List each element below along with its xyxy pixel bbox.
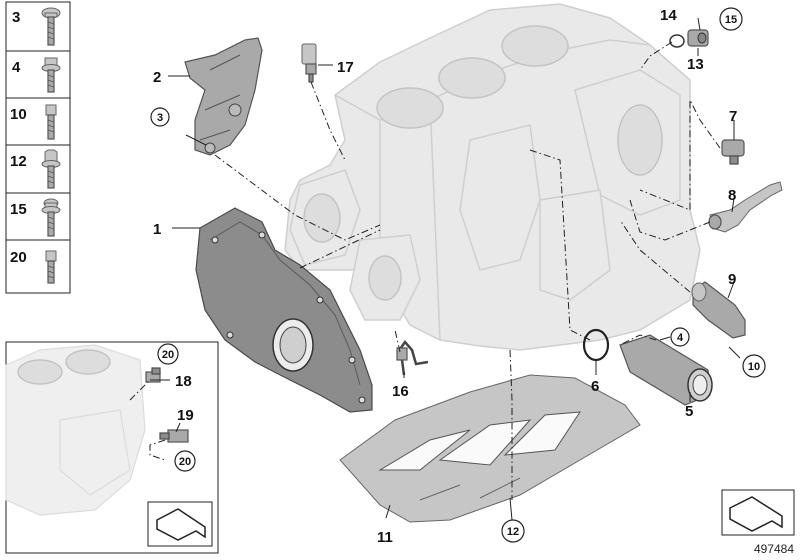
bolt-icon	[41, 149, 61, 189]
bolt-icon	[41, 7, 61, 46]
oil-filter-housing	[619, 334, 713, 406]
callout-18: 18	[175, 373, 192, 390]
inset-detail-panel	[5, 341, 219, 554]
knock-sensor	[721, 139, 745, 165]
cylinder-bore	[376, 87, 444, 129]
oil-spray-nozzle	[396, 339, 429, 376]
engine-bracket	[184, 37, 263, 156]
leader-lines	[150, 17, 741, 521]
callout-10: 10	[748, 361, 760, 373]
callout-13: 13	[687, 56, 704, 73]
callout-circle	[501, 519, 525, 543]
bolt-legend-label: 15	[10, 201, 27, 218]
callout-circle	[150, 107, 170, 127]
callout-2: 2	[153, 69, 161, 86]
bolt-legend-cell	[5, 50, 71, 99]
bolt-icon	[45, 104, 57, 140]
bolt-icon	[41, 57, 61, 93]
callout-circle	[670, 327, 690, 347]
view-direction-arrow-icon	[156, 508, 206, 541]
bolt-legend-label: 12	[10, 153, 27, 170]
bolt-icon	[41, 198, 61, 237]
bolt-legend-label: 4	[12, 59, 21, 76]
bolt-legend-cell	[5, 239, 71, 294]
orientation-box	[721, 489, 795, 536]
dipstick-guide	[708, 181, 783, 233]
oil-pan-gasket	[339, 374, 641, 523]
bolt-legend-cell	[5, 144, 71, 194]
callout-6: 6	[591, 378, 599, 395]
plug-with-seal	[669, 29, 709, 48]
callout-9: 9	[728, 271, 736, 288]
oil-pressure-sensor	[301, 43, 317, 83]
bolt-legend-label: 3	[12, 9, 20, 26]
callout-circle	[742, 354, 766, 378]
callout-20: 20	[162, 349, 174, 361]
timing-cover	[195, 207, 373, 413]
bolt-legend-cell	[5, 97, 71, 146]
callout-circle	[157, 343, 179, 365]
bolt-legend-label: 20	[10, 249, 27, 266]
bolt-legend: 3 4 10 12 15 20	[5, 1, 71, 294]
callout-17: 17	[337, 59, 354, 76]
orientation-arrow-icon	[729, 496, 783, 532]
assembly-lines	[129, 41, 721, 500]
diagram-reference-number: 497484	[754, 542, 794, 556]
callout-8: 8	[728, 187, 736, 204]
callout-19: 19	[177, 407, 194, 424]
callout-circle	[174, 450, 196, 472]
callout-3: 3	[157, 112, 163, 124]
cylinder-bore	[438, 57, 506, 99]
callout-16: 16	[392, 383, 409, 400]
callout-11: 11	[377, 529, 393, 546]
camshaft-sensor	[145, 367, 161, 383]
callout-5: 5	[685, 403, 693, 420]
callout-circle	[719, 7, 743, 31]
callout-20: 20	[179, 456, 191, 468]
bolt-legend-label: 10	[10, 106, 27, 123]
callout-4: 4	[677, 332, 684, 344]
callout-12: 12	[507, 526, 519, 538]
crankshaft-sensor	[159, 429, 189, 443]
cylinder-bore	[501, 25, 569, 67]
callout-7: 7	[729, 108, 737, 125]
callout-15: 15	[725, 14, 737, 26]
callout-1: 1	[153, 221, 161, 238]
oil-level-sensor	[691, 281, 746, 339]
bolt-icon	[45, 250, 57, 284]
callout-14: 14	[660, 7, 677, 24]
bolt-legend-cell	[5, 1, 71, 52]
engine-block	[284, 3, 701, 351]
callouts: 1 2 3 4 5 6 7 8 9 10 11 12 13 14 15 16 1…	[150, 7, 766, 546]
